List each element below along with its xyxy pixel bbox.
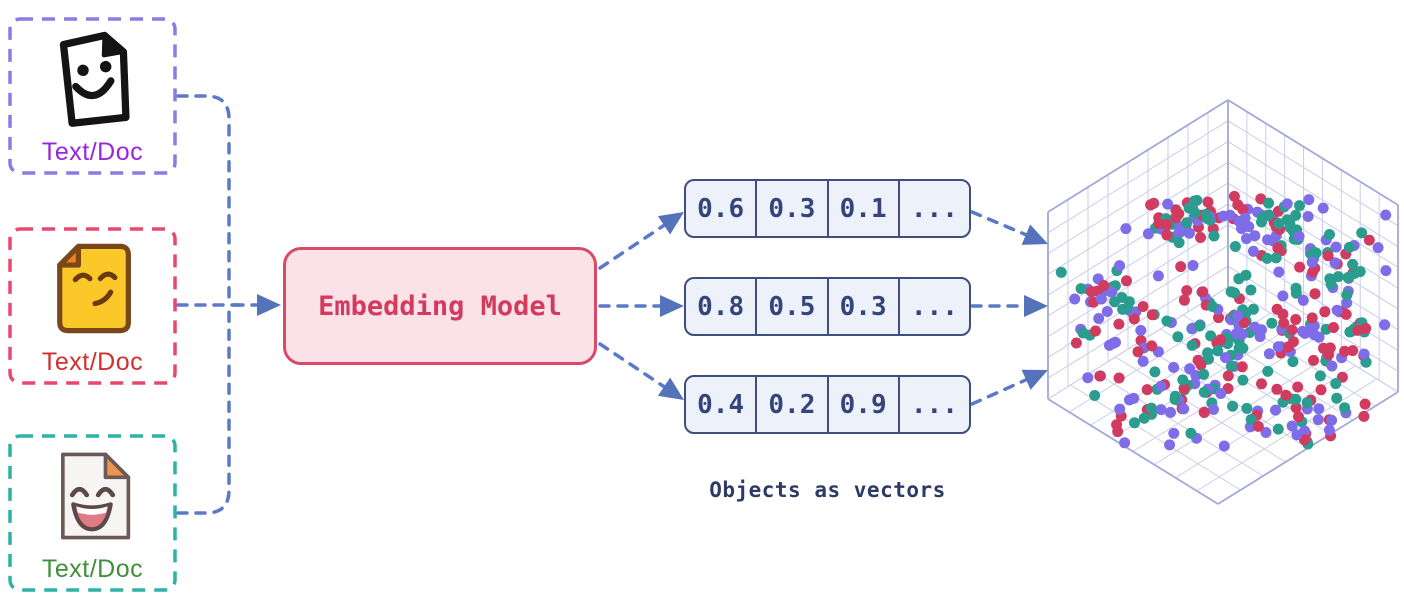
- vector-cell: 0.3: [757, 181, 829, 236]
- dashed-border: [8, 17, 177, 175]
- laughing-doc-paper-icon: [41, 444, 145, 548]
- vector-row-3: 0.4 0.2 0.9 ...: [684, 375, 971, 434]
- connector-lines: [176, 94, 242, 515]
- vector-cell-ellipsis: ...: [910, 193, 958, 224]
- vector-cell: 0.6: [686, 181, 758, 236]
- input-card-text-doc-1: Text/Doc: [8, 17, 177, 175]
- connector-bottom-doc: [176, 310, 231, 515]
- vector-cell: 0.3: [829, 279, 900, 334]
- vector-cell: 0.5: [757, 279, 829, 334]
- connector-top-doc: [176, 94, 231, 300]
- objects-as-vectors-caption: Objects as vectors: [709, 478, 946, 502]
- vector-row-2: 0.8 0.5 0.3 ...: [684, 277, 971, 336]
- vector-cell: 0.2: [757, 377, 829, 432]
- smiley-doc-outline-icon: [41, 27, 145, 131]
- card-label: Text/Doc: [41, 348, 144, 376]
- vector-cell: 0.9: [829, 377, 900, 432]
- vector-cell: 0.8: [686, 279, 758, 334]
- card-label: Text/Doc: [41, 138, 144, 166]
- smirk-doc-yellow-icon: [41, 237, 145, 341]
- embedding-model-label: Embedding Model: [318, 290, 562, 322]
- input-card-text-doc-2: Text/Doc: [8, 227, 177, 385]
- scatter-points: [1055, 190, 1392, 452]
- dashed-border: [8, 434, 177, 592]
- vector-cell: 0.1: [829, 181, 900, 236]
- card-label: Text/Doc: [41, 555, 144, 583]
- vector-cell: 0.4: [686, 377, 758, 432]
- vector-cell-ellipsis: ...: [910, 389, 958, 420]
- embedding-model-box: Embedding Model: [283, 247, 597, 365]
- vector-cell-ellipsis: ...: [910, 291, 958, 322]
- arrowheads: [232, 210, 1048, 406]
- dashed-border: [8, 227, 177, 385]
- vector-row-1: 0.6 0.3 0.1 ...: [684, 179, 971, 238]
- input-card-text-doc-3: Text/Doc: [8, 434, 177, 592]
